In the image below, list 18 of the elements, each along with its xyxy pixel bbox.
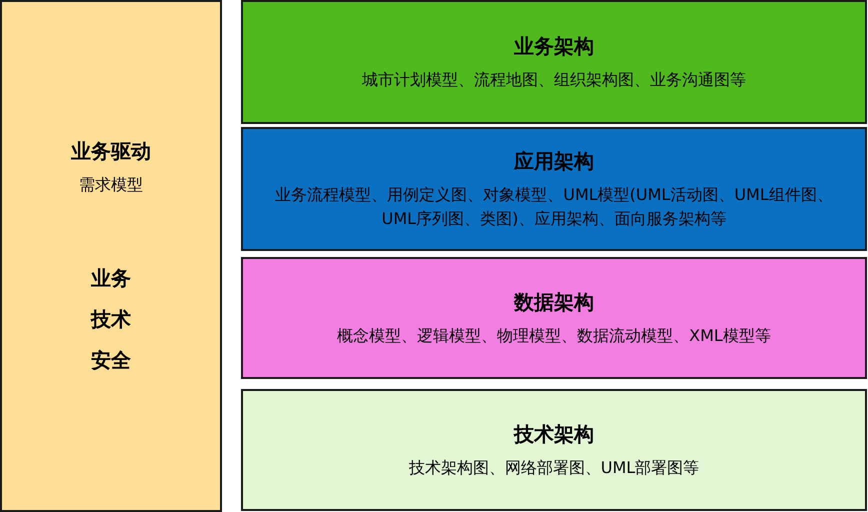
panel-title: 业务驱动 [71, 138, 151, 165]
layer-description: 业务流程模型、用例定义图、对象模型、UML模型(UML活动图、UML组件图、UML序列图、类图)、应用架构、面向服务架构等 [274, 184, 834, 230]
aspect-label: 技术 [91, 306, 131, 333]
layer-description: 城市计划模型、流程地图、组织架构图、业务沟通图等 [361, 68, 747, 90]
layer-description: 概念模型、逻辑模型、物理模型、数据流动模型、XML模型等 [336, 324, 772, 346]
layer-box [241, 0, 867, 124]
layer-title: 业务架构 [514, 32, 594, 60]
layer-description: 技术架构图、网络部署图、UML部署图等 [408, 456, 700, 478]
layer-title: 技术架构 [514, 420, 594, 448]
panel-subtitle: 需求模型 [78, 174, 144, 196]
layer-title: 应用架构 [514, 148, 594, 174]
aspect-label: 业务 [91, 265, 131, 292]
layer-title: 数据架构 [514, 288, 594, 316]
aspect-label: 安全 [91, 347, 131, 374]
layer-box [241, 389, 867, 511]
layer-box [241, 127, 867, 251]
layer-box [241, 257, 867, 379]
side-panel [0, 0, 222, 512]
